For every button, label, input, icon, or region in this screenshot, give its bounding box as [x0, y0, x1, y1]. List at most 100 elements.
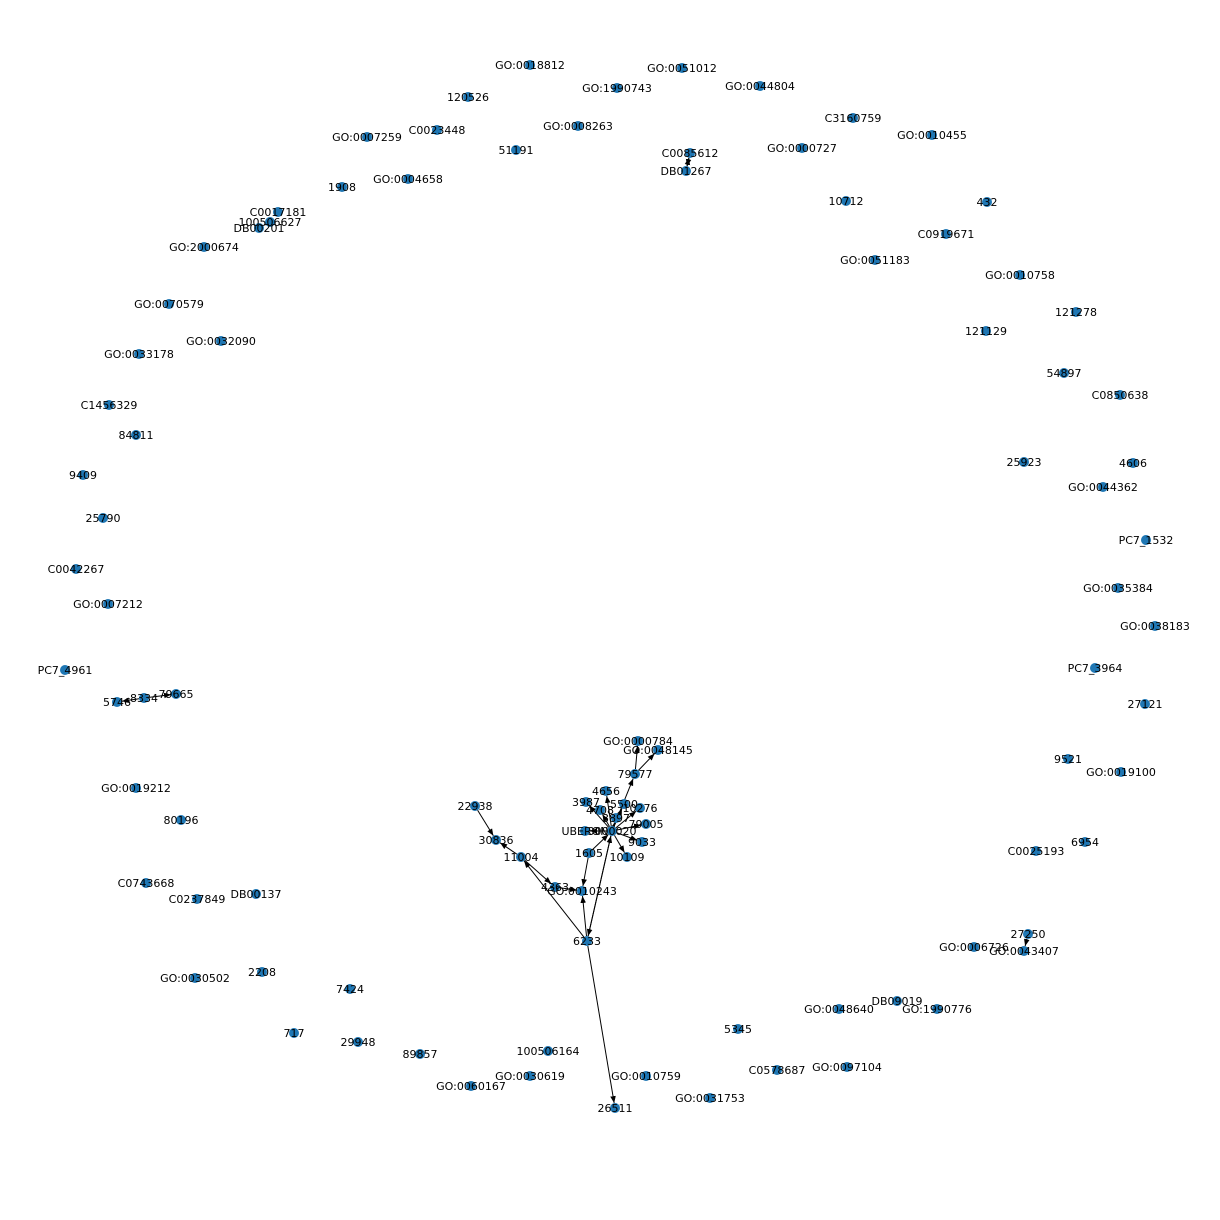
node-label-121278: 121278 — [1055, 306, 1097, 319]
edge-3000020-to-6233 — [586, 835, 612, 937]
node-label-go-0019100: GO:0019100 — [1086, 766, 1156, 779]
node-label-1908: 1908 — [328, 181, 356, 194]
node-c0023448 — [432, 125, 442, 135]
node-label-10276: 10276 — [623, 802, 658, 815]
node-label-db00201: DB00201 — [233, 222, 284, 235]
node-label-9521: 9521 — [1054, 753, 1082, 766]
node-label-c0017181: C0017181 — [250, 206, 307, 219]
node-c0578687 — [772, 1065, 782, 1075]
node-label-go-0048145: GO:0048145 — [623, 744, 693, 757]
node-label-4708: 4708 — [586, 804, 614, 817]
node-label-go-0060167: GO:0060167 — [436, 1080, 506, 1093]
node-go-0043407 — [1019, 946, 1029, 956]
node-label-8334: 8334 — [130, 692, 158, 705]
node-go-0051012 — [677, 63, 687, 73]
node-25790 — [98, 513, 108, 523]
node-go-0048145 — [653, 745, 663, 755]
node-label-go-0032090: GO:0032090 — [186, 335, 256, 348]
node-label-79665: 79665 — [159, 688, 194, 701]
node-c3160759 — [848, 113, 858, 123]
node-label-10712: 10712 — [829, 195, 864, 208]
node-go-0007212 — [103, 599, 113, 609]
node-c0025193 — [1031, 846, 1041, 856]
node-100506164 — [543, 1046, 553, 1056]
node-9409 — [78, 470, 88, 480]
node-c0850638 — [1115, 390, 1125, 400]
node-db00137 — [251, 889, 261, 899]
node-go-0070579 — [164, 299, 174, 309]
edge-3000020-to-79005 — [616, 823, 642, 831]
node-label-db00137: DB00137 — [230, 888, 281, 901]
node-go-0030502 — [190, 973, 200, 983]
edge-3000020-to-3897 — [609, 822, 616, 831]
node-label-go-0043407: GO:0043407 — [989, 945, 1059, 958]
node-go-0006726 — [969, 942, 979, 952]
node-go-0019212 — [131, 783, 141, 793]
node-label-db09019: DB09019 — [871, 995, 922, 1008]
node-label-go-0004658: GO:0004658 — [373, 173, 443, 186]
node-label-go-0038183: GO:0038183 — [1120, 620, 1190, 633]
node-30836 — [491, 835, 501, 845]
edge-3000020-to-3987 — [588, 805, 610, 828]
node-6233 — [582, 936, 592, 946]
node-label-2208: 2208 — [248, 966, 276, 979]
node-1605 — [584, 848, 594, 858]
node-label-29948: 29948 — [341, 1036, 376, 1049]
node-label-uberon: UBERON — [561, 825, 608, 838]
node-go-0004658 — [403, 174, 413, 184]
node-label-go-0006726: GO:0006726 — [939, 941, 1009, 954]
node-label-c0237849: C0237849 — [169, 893, 226, 906]
node-c1456329 — [104, 400, 114, 410]
node-100506627 — [265, 217, 275, 227]
node-label-go-0010759: GO:0010759 — [611, 1070, 681, 1083]
node-label-go-0035384: GO:0035384 — [1083, 582, 1153, 595]
node-label-go-0030502: GO:0030502 — [160, 972, 230, 985]
node-label-5345: 5345 — [724, 1023, 752, 1036]
node-go-1990776 — [932, 1004, 942, 1014]
node-9033 — [637, 837, 647, 847]
node-label-6233: 6233 — [573, 935, 601, 948]
node-80196 — [176, 815, 186, 825]
node-pc7-1532 — [1141, 535, 1151, 545]
node-label-5746: 5746 — [103, 696, 131, 709]
node-label-7424: 7424 — [336, 983, 364, 996]
node-label-30836: 30836 — [479, 834, 514, 847]
node-label-go-0051183: GO:0051183 — [840, 254, 910, 267]
node-label-25923: 25923 — [1007, 456, 1042, 469]
node-label-4606: 4606 — [1119, 457, 1147, 470]
node-go-0044804 — [755, 81, 765, 91]
node-4606 — [1128, 458, 1138, 468]
node-label-pc7-4961: PC7_4961 — [38, 664, 93, 677]
node-label-22938: 22938 — [458, 800, 493, 813]
node-label-c0919671: C0919671 — [918, 228, 975, 241]
node-label-c1456329: C1456329 — [81, 399, 138, 412]
edge-11004-to-30836 — [499, 842, 518, 855]
edge-1605-to-3000020 — [592, 834, 609, 850]
node-label-go-0070579: GO:0070579 — [134, 298, 204, 311]
node-label-54897: 54897 — [1047, 367, 1082, 380]
node-label-100506627: 100506627 — [239, 216, 302, 229]
node-c0743668 — [141, 878, 151, 888]
node-go-0010759 — [641, 1071, 651, 1081]
edge-6233-to-go-0010243 — [580, 895, 588, 937]
node-4708 — [595, 805, 605, 815]
node-label-go-0097104: GO:0097104 — [812, 1061, 882, 1074]
node-label-89857: 89857 — [403, 1048, 438, 1061]
node-8334 — [139, 693, 149, 703]
node-go-0008263 — [573, 121, 583, 131]
node-27250 — [1023, 929, 1033, 939]
node-go-0033178 — [134, 349, 144, 359]
edge-3000020-to-9033 — [616, 832, 638, 841]
node-10276 — [635, 803, 645, 813]
node-label-80196: 80196 — [164, 814, 199, 827]
node-db01267 — [681, 166, 691, 176]
node-label-go-2000674: GO:2000674 — [169, 241, 239, 254]
node-label-go-1990743: GO:1990743 — [582, 82, 652, 95]
node-label-25790: 25790 — [86, 512, 121, 525]
node-c0237849 — [192, 894, 202, 904]
node-go-0032090 — [216, 336, 226, 346]
node-c0017181 — [273, 207, 283, 217]
node-label-6954: 6954 — [1071, 836, 1099, 849]
node-label-c0743668: C0743668 — [118, 877, 175, 890]
node-label-26511: 26511 — [598, 1102, 633, 1115]
